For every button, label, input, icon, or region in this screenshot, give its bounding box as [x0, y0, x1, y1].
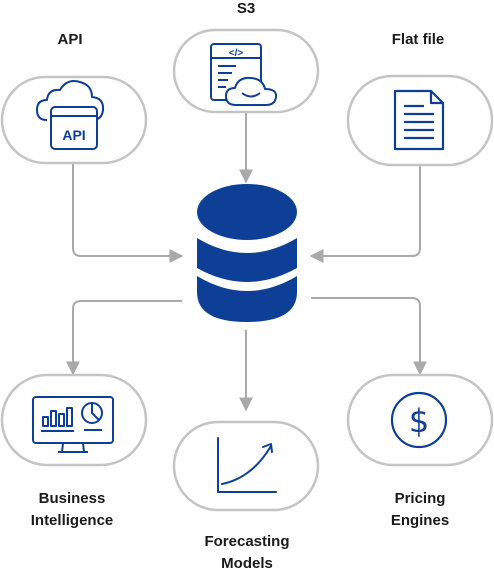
business-intelligence-label-line2: Intelligence: [30, 512, 114, 529]
pricing-engines-label-line1: Pricing: [394, 490, 446, 507]
document-icon: [393, 89, 445, 151]
connector-database-to-pricing: [311, 297, 427, 376]
api-icon-text: API: [62, 127, 85, 143]
forecasting-models-label-line2: Models: [221, 555, 273, 572]
dollar-circle-icon: $: [390, 391, 448, 449]
api-cloud-icon: API: [36, 80, 105, 150]
business-intelligence-label: Business Intelligence: [0, 488, 144, 532]
forecasting-models-node[interactable]: [172, 420, 320, 512]
connector-flatfile-to-database: [309, 165, 421, 263]
api-label: API: [57, 31, 83, 48]
connector-api-to-database: [72, 164, 184, 263]
dashboard-monitor-icon: [32, 396, 114, 453]
svg-text:$: $: [409, 402, 429, 440]
growth-curve-icon: [217, 437, 277, 493]
flat-file-label: Flat file: [391, 31, 445, 48]
forecasting-models-label: Forecasting Models: [172, 531, 322, 575]
s3-label: S3: [236, 0, 256, 17]
business-intelligence-label-line1: Business: [38, 490, 106, 507]
forecasting-models-label-line1: Forecasting: [204, 533, 290, 550]
code-icon-text: </>: [229, 48, 244, 59]
pricing-engines-label-line2: Engines: [390, 512, 450, 529]
database-icon: [197, 184, 297, 322]
connector-database-to-bi: [66, 300, 182, 376]
pricing-engines-label: Pricing Engines: [350, 488, 490, 532]
code-window-cloud-icon: </>: [210, 43, 278, 106]
